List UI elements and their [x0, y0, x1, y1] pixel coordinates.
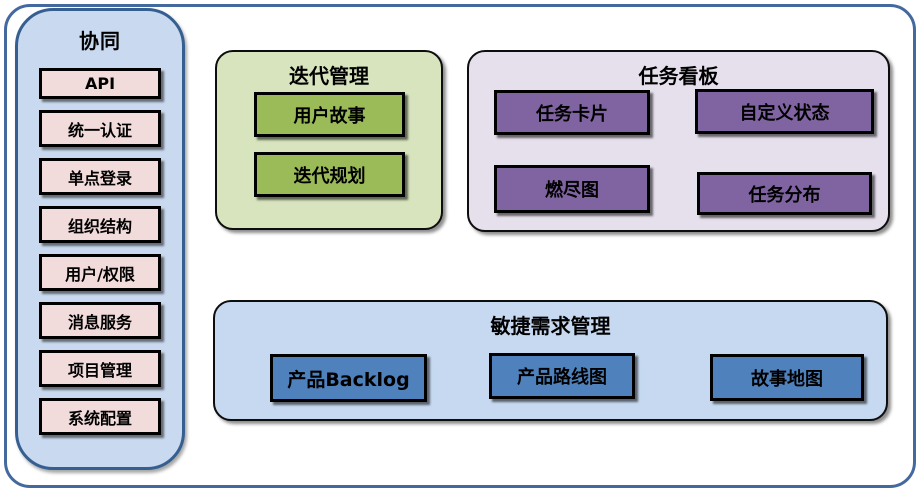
sidebar-item-message-service: 消息服务 [39, 302, 161, 339]
sidebar-item-system-config: 系统配置 [39, 398, 161, 435]
panel-agile-requirements: 敏捷需求管理 产品Backlog 产品路线图 故事地图 [213, 300, 888, 421]
sidebar-item-org-structure: 组织结构 [39, 206, 161, 243]
feature-box-custom-status: 自定义状态 [695, 89, 874, 134]
feature-box-task-card: 任务卡片 [494, 90, 650, 135]
panel-iteration-title: 迭代管理 [289, 64, 369, 88]
sidebar-item-project-management: 项目管理 [39, 350, 161, 387]
panel-taskboard-title: 任务看板 [638, 64, 719, 88]
sidebar-item-unified-auth: 统一认证 [39, 110, 161, 147]
feature-box-user-story: 用户故事 [254, 92, 405, 137]
sidebar-item-sso: 单点登录 [39, 158, 161, 195]
panel-iteration-management: 迭代管理 用户故事 迭代规划 [215, 50, 443, 230]
feature-box-product-backlog: 产品Backlog [270, 354, 427, 402]
sidebar-item-user-permission: 用户/权限 [39, 254, 161, 291]
feature-box-story-map: 故事地图 [710, 354, 864, 401]
feature-box-task-distribution: 任务分布 [697, 172, 872, 215]
sidebar-collaboration-panel: 协同 API 统一认证 单点登录 组织结构 用户/权限 消息服务 项目管理 系统… [15, 8, 185, 470]
panel-requirements-title: 敏捷需求管理 [490, 314, 611, 338]
feature-box-burndown-chart: 燃尽图 [494, 165, 650, 213]
sidebar-title: 协同 [79, 29, 121, 53]
feature-box-product-roadmap: 产品路线图 [489, 353, 635, 399]
feature-box-iteration-planning: 迭代规划 [254, 152, 405, 197]
sidebar-item-api: API [39, 68, 161, 99]
panel-task-board: 任务看板 任务卡片 自定义状态 燃尽图 任务分布 [467, 50, 890, 232]
sidebar-item-list: API 统一认证 单点登录 组织结构 用户/权限 消息服务 项目管理 系统配置 [18, 68, 182, 435]
